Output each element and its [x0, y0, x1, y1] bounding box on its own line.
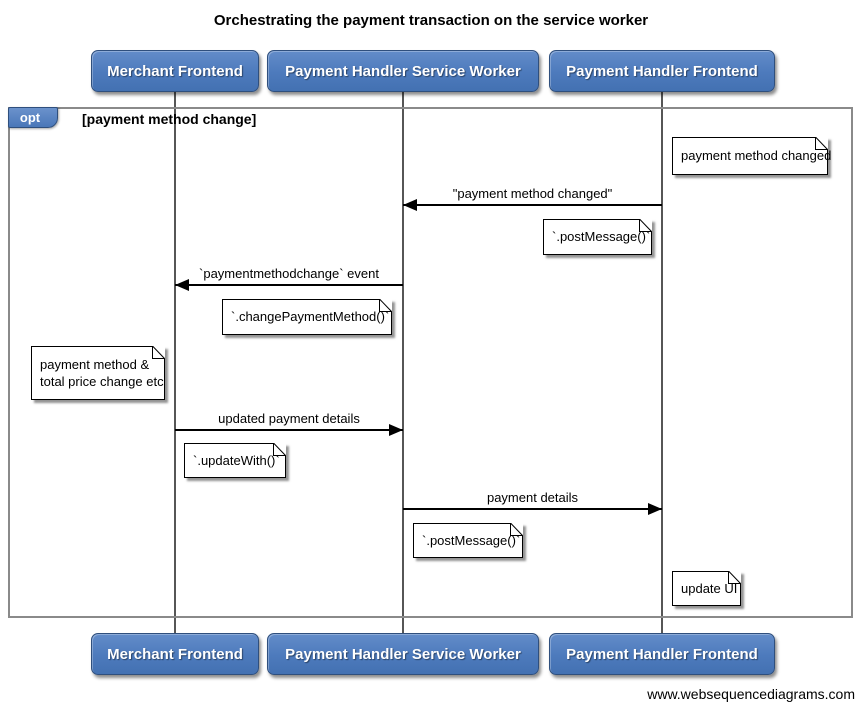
message-payment-method-changed: "payment method changed" [403, 186, 662, 211]
message-line [175, 284, 403, 286]
actor-payment-handler-service-worker-bottom: Payment Handler Service Worker [267, 633, 539, 675]
message-line [175, 429, 403, 431]
note-text: payment method changed [681, 148, 832, 164]
actor-merchant-frontend-top: Merchant Frontend [91, 50, 259, 92]
actor-label: Merchant Frontend [107, 62, 243, 80]
note-changepaymentmethod: `.changePaymentMethod()` [222, 299, 392, 335]
note-updatewith: `.updateWith()` [184, 443, 286, 478]
lifeline-merchant-frontend [174, 92, 176, 633]
note-fold-icon [273, 443, 286, 456]
lifeline-payment-handler-service-worker [402, 92, 404, 633]
opt-fragment: opt [payment method change] [8, 107, 853, 618]
message-label: updated payment details [218, 411, 360, 426]
note-fold-icon [510, 523, 523, 536]
note-text: update UI [681, 580, 738, 596]
note-fold-icon [639, 219, 652, 232]
note-update-ui: update UI [672, 571, 741, 606]
message-paymentmethodchange-event: `paymentmethodchange` event [175, 266, 403, 291]
actor-payment-handler-service-worker-top: Payment Handler Service Worker [267, 50, 539, 92]
note-text: `.postMessage()` [422, 532, 521, 548]
message-label: `paymentmethodchange` event [199, 266, 379, 281]
actor-label: Merchant Frontend [107, 645, 243, 663]
note-payment-method-changed: payment method changed [672, 137, 832, 175]
actor-label: Payment Handler Service Worker [285, 645, 521, 663]
note-text: `.updateWith()` [193, 452, 280, 468]
message-label: payment details [486, 490, 579, 505]
actor-label: Payment Handler Frontend [566, 62, 758, 80]
diagram-title: Orchestrating the payment transaction on… [213, 12, 649, 29]
message-line [403, 204, 662, 206]
note-text: payment method & total price change etc [40, 356, 164, 389]
note-postmessage-1: `.postMessage()` [543, 219, 652, 255]
message-payment-details: payment details [403, 490, 662, 515]
note-fold-icon [379, 299, 392, 312]
message-line [403, 508, 662, 510]
message-updated-payment-details: updated payment details [175, 411, 403, 436]
arrowhead-right-icon [389, 424, 403, 436]
message-label: "payment method changed" [452, 186, 613, 201]
opt-condition: [payment method change] [82, 111, 257, 127]
actor-payment-handler-frontend-top: Payment Handler Frontend [549, 50, 775, 92]
note-text: `.postMessage()` [552, 229, 651, 245]
attribution-link: www.websequencediagrams.com [647, 686, 855, 702]
note-fold-icon [815, 137, 828, 150]
opt-operator-tab: opt [8, 107, 58, 128]
actor-merchant-frontend-bottom: Merchant Frontend [91, 633, 259, 675]
actor-label: Payment Handler Service Worker [285, 62, 521, 80]
actor-payment-handler-frontend-bottom: Payment Handler Frontend [549, 633, 775, 675]
lifeline-payment-handler-frontend [661, 92, 663, 633]
note-fold-icon [728, 571, 741, 584]
note-fold-icon [152, 346, 165, 359]
note-payment-method-total-price: payment method & total price change etc [31, 346, 165, 400]
arrowhead-right-icon [648, 503, 662, 515]
actor-label: Payment Handler Frontend [566, 645, 758, 663]
arrowhead-left-icon [175, 279, 189, 291]
arrowhead-left-icon [403, 199, 417, 211]
note-postmessage-2: `.postMessage()` [413, 523, 523, 558]
note-text: `.changePaymentMethod()` [231, 309, 390, 325]
